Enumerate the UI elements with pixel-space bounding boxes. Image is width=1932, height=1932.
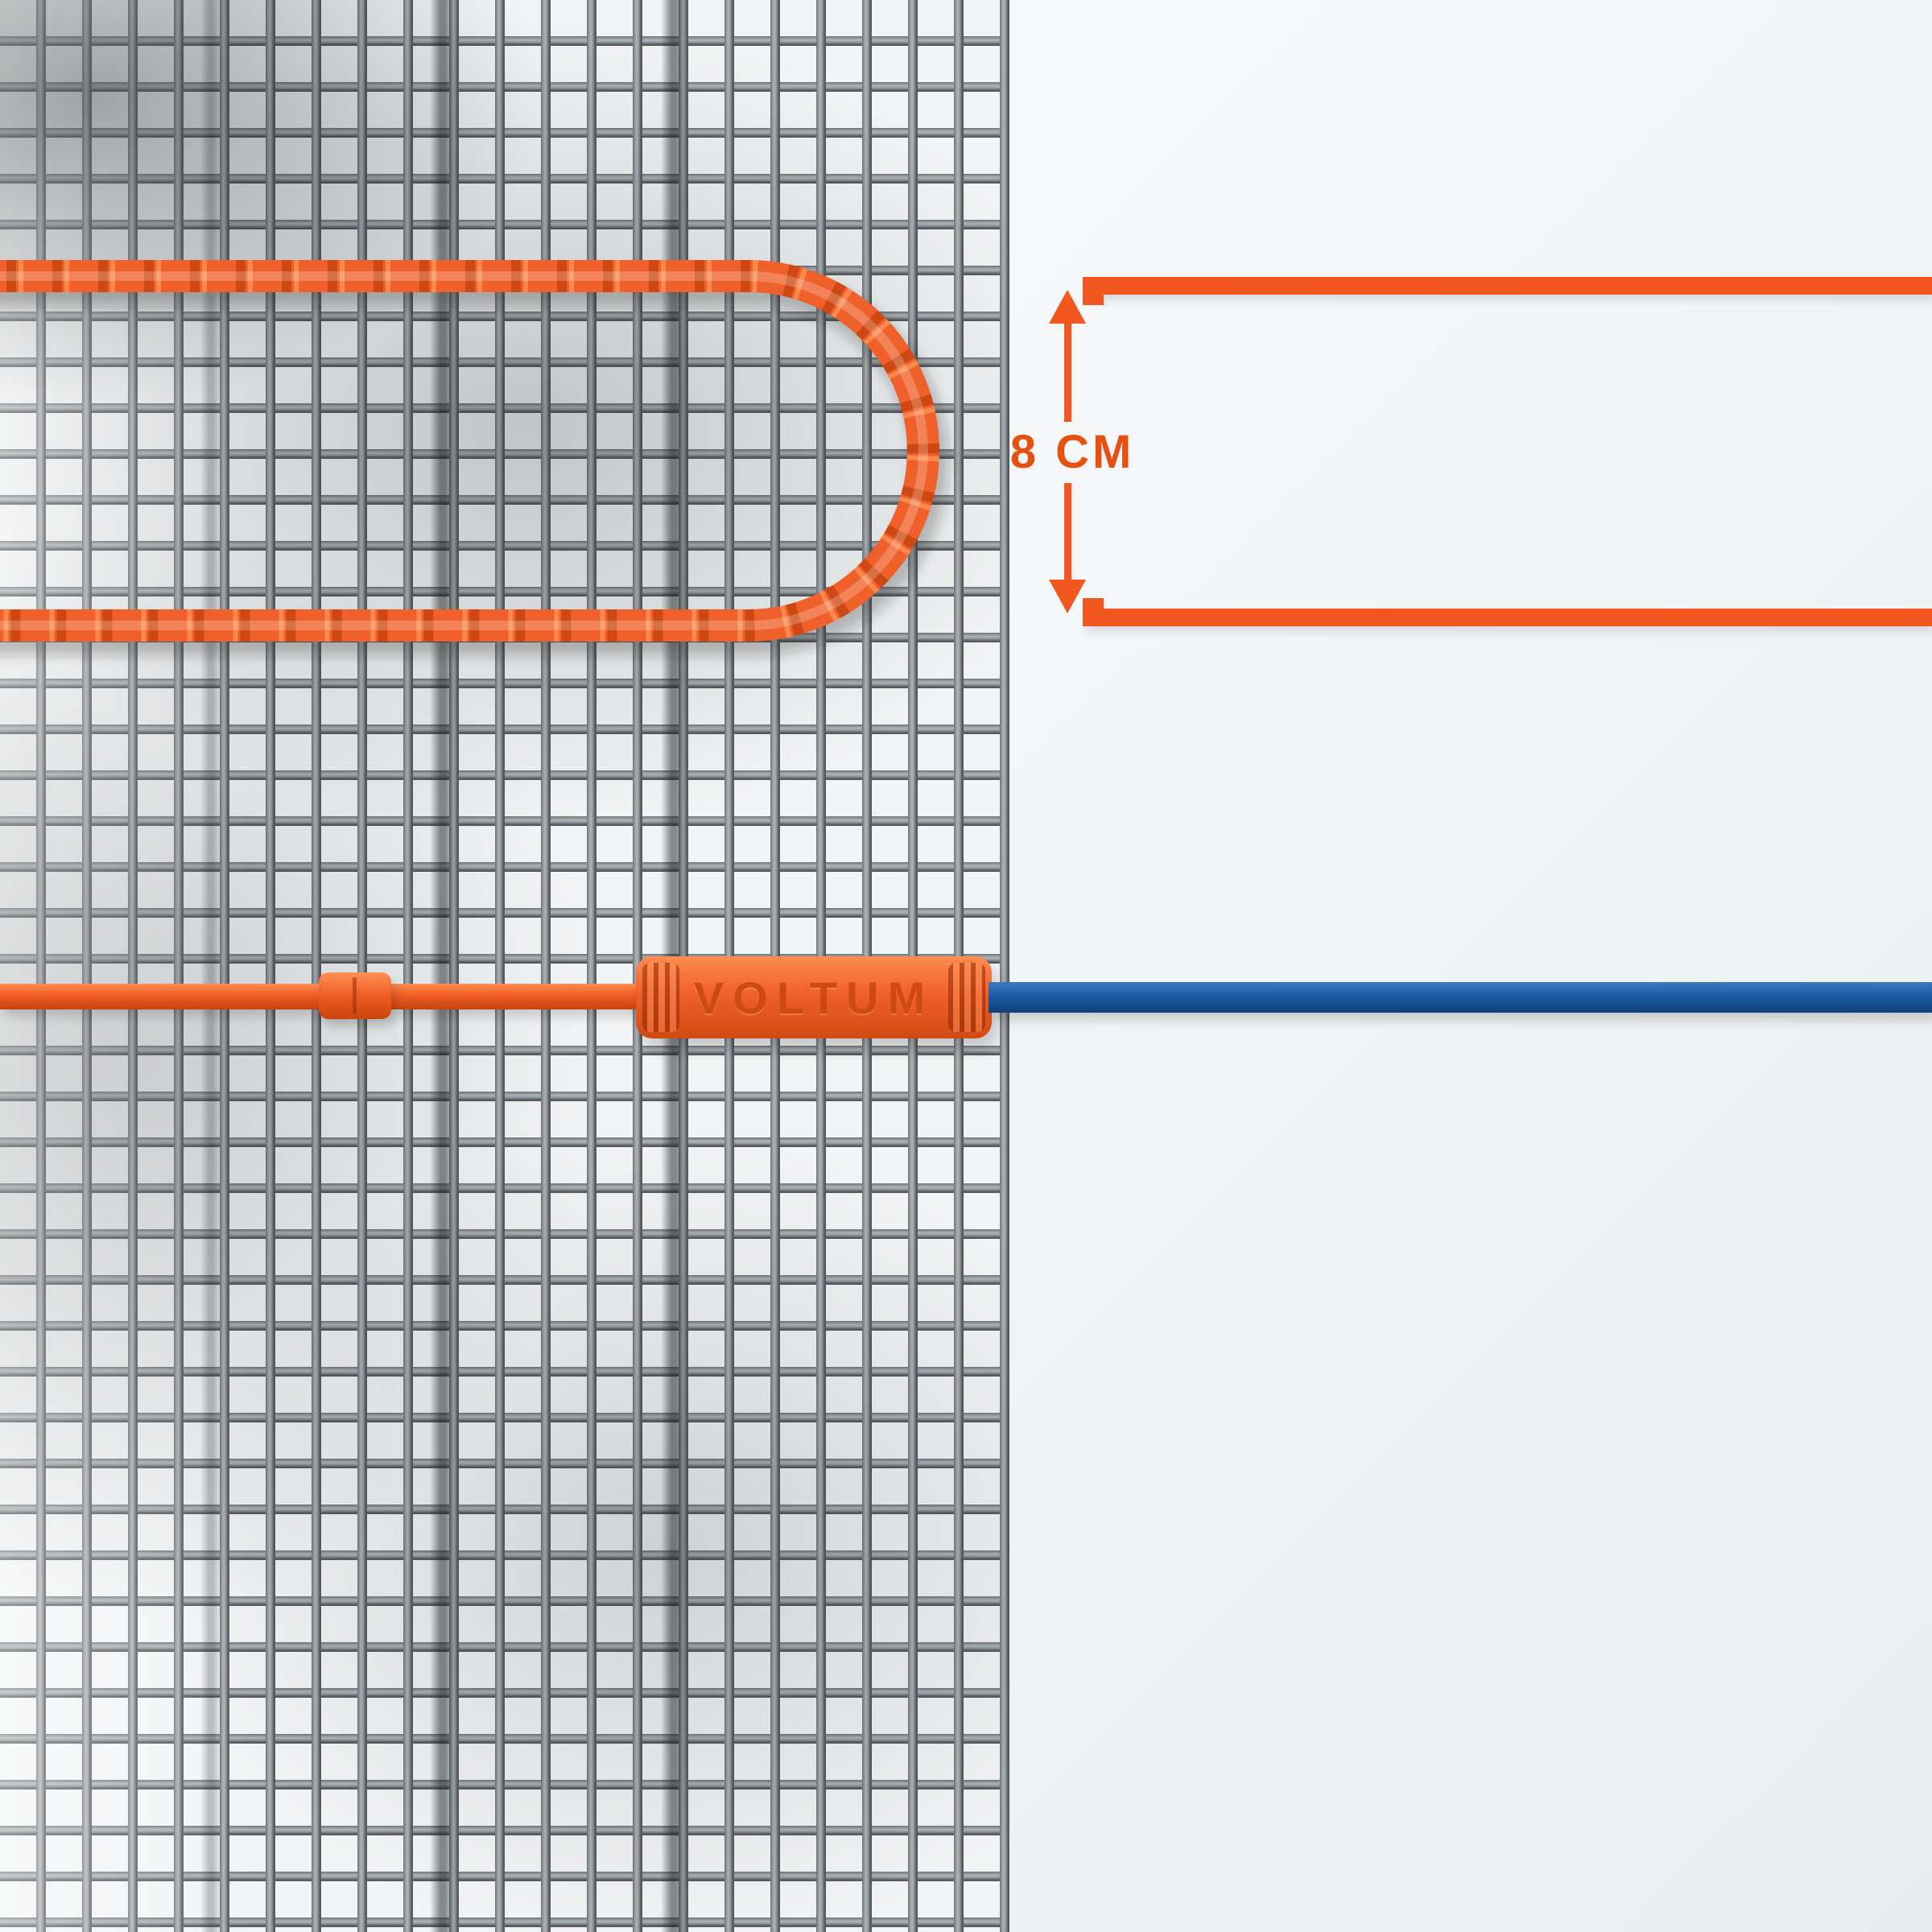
dimension-bar-tab xyxy=(1083,598,1104,609)
power-cord-blue xyxy=(989,982,1932,1013)
dimension-line xyxy=(1064,483,1071,583)
dimension-arrow-up-icon xyxy=(1049,290,1086,324)
dimension-reference-bar-top xyxy=(1083,277,1932,305)
dimension-reference-bar-bottom xyxy=(1083,598,1932,626)
dimension-line xyxy=(1064,320,1071,422)
heating-cable-gloss xyxy=(0,271,928,630)
connector-rib xyxy=(642,963,679,1032)
dimension-arrow-down-icon xyxy=(1049,580,1086,613)
coupler-seam xyxy=(353,977,357,1014)
connector-rib xyxy=(948,963,985,1032)
heating-cable-body xyxy=(0,260,939,642)
heating-cable-shadow xyxy=(0,269,948,655)
heating-cable-spiral-ridge xyxy=(0,260,939,642)
cable-connector: VOLTUM xyxy=(636,956,992,1038)
cable-splice-coupler xyxy=(319,972,391,1019)
dimension-bar-tab xyxy=(1083,295,1104,305)
dimension-label: 8 CM xyxy=(1009,426,1135,478)
heating-cable-spiral-wrap xyxy=(0,260,939,642)
brand-label: VOLTUM xyxy=(693,972,935,1023)
